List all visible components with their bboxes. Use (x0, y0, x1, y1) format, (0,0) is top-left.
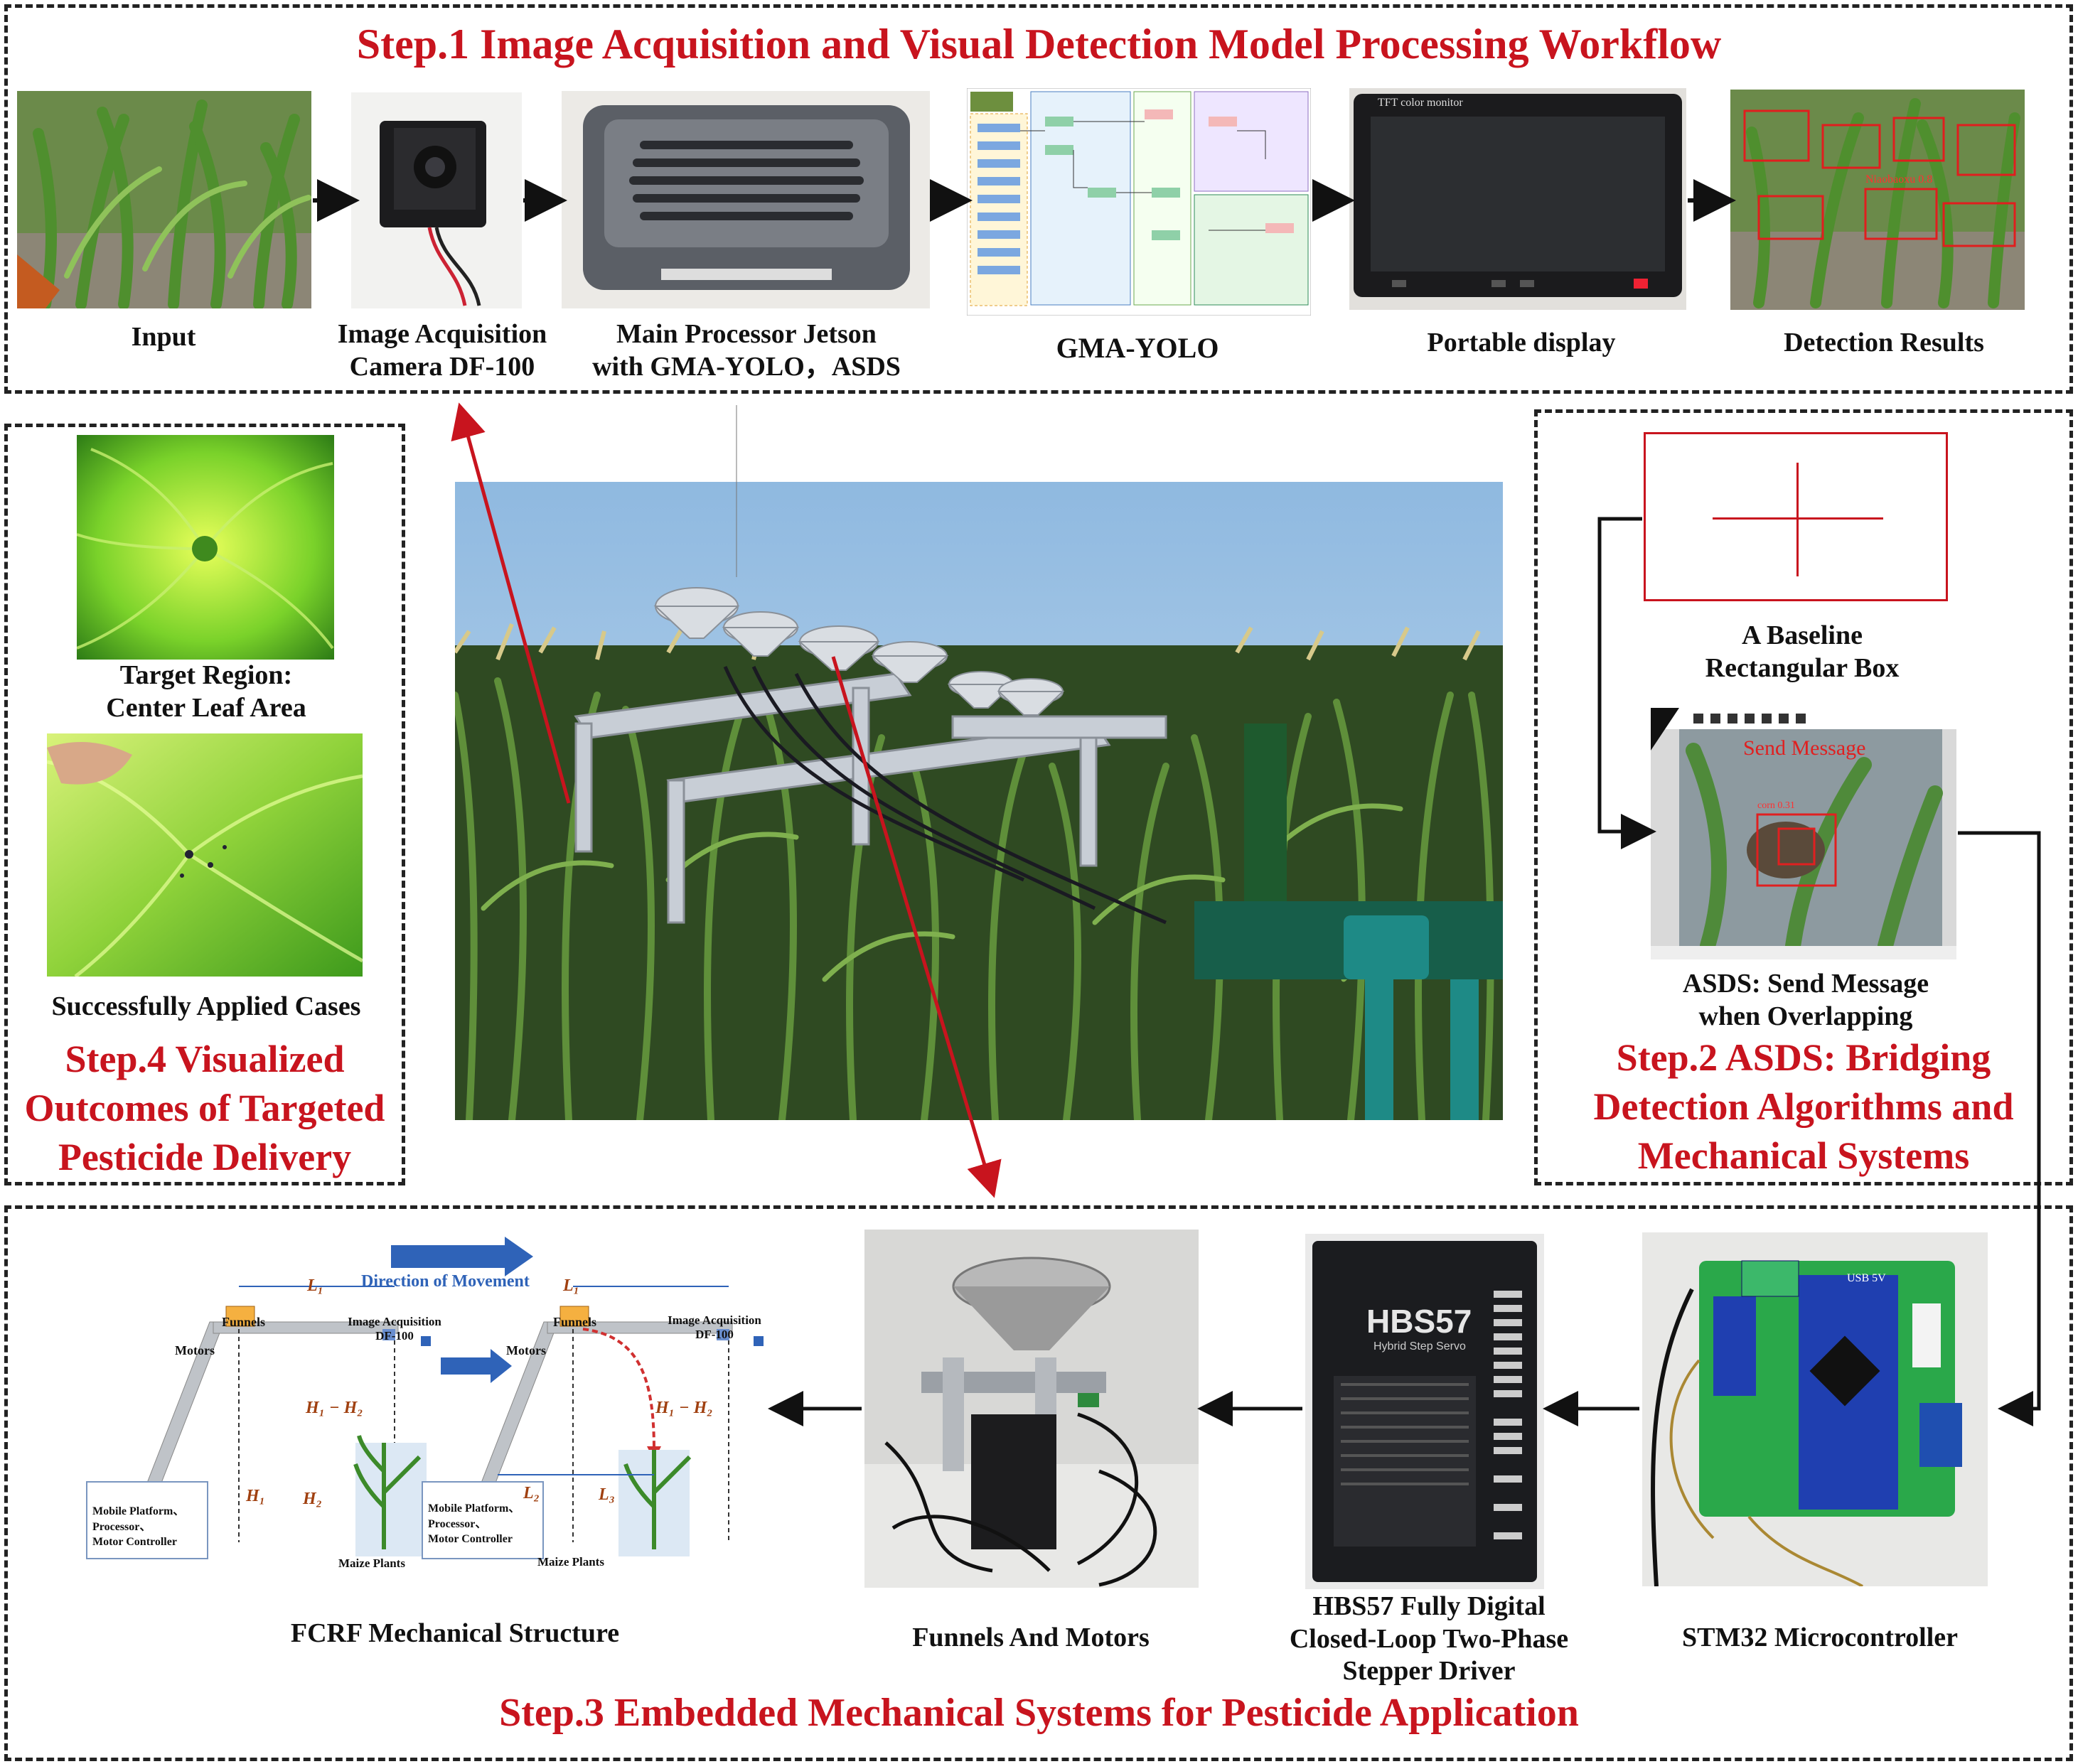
fcrf-platform-right: Mobile Platform、 Processor、 Motor Contro… (428, 1502, 520, 1546)
fcrf-motors-right: Motors (506, 1343, 546, 1357)
hbs57-subtitle: Hybrid Step Servo (1373, 1340, 1466, 1352)
field-robot-photo (455, 482, 1503, 1120)
fcrf-h1h2-left: H₁ − H₂ (306, 1399, 363, 1417)
detection-tag: Niaobaoxu 0.8 (1865, 173, 1933, 185)
hbs57-label: HBS57 Fully Digital Closed-Loop Two-Phas… (1289, 1591, 1569, 1687)
fcrf-diagram: Direction of Movement L₁ L₁ Funnels Funn… (71, 1237, 789, 1585)
fcrf-camera-right: Image Acquisition DF-100 (668, 1313, 761, 1341)
stm32-label: STM32 Microcontroller (1682, 1623, 1958, 1652)
target-region-label: Target Region: Center Leaf Area (106, 660, 306, 723)
detection-results-label: Detection Results (1784, 328, 1984, 357)
hbs57-driver-photo: HBS57 Hybrid Step Servo (1305, 1234, 1544, 1589)
jetson-photo (562, 91, 930, 308)
step2-title: Step.2 ASDS: Bridging Detection Algorith… (1593, 1036, 2014, 1178)
baseline-crosshair-v (1796, 463, 1799, 576)
fcrf-funnels-right: Funnels (553, 1315, 597, 1329)
fcrf-l1-right: L₁ (563, 1276, 580, 1295)
applied-cases-label: Successfully Applied Cases (51, 991, 361, 1021)
step3-title: Step.3 Embedded Mechanical Systems for P… (499, 1691, 1579, 1735)
fcrf-h2: H₂ (303, 1490, 323, 1508)
camera-label: Image Acquisition Camera DF-100 (337, 319, 547, 382)
step2-panel (1534, 409, 2073, 1185)
fcrf-camera-left: Image Acquisition DF-100 (348, 1315, 441, 1343)
applied-cases-photo (47, 733, 363, 977)
fcrf-l2: L₂ (523, 1484, 540, 1502)
gma-yolo-diagram (967, 88, 1311, 316)
display-label: Portable display (1427, 328, 1616, 357)
display-photo: TFT color monitor (1349, 88, 1686, 310)
detection-results-photo: Niaobaoxu 0.8 (1730, 90, 2025, 310)
fcrf-l3: L₃ (599, 1485, 616, 1504)
asds-screen-tag: corn 0.31 (1757, 800, 1795, 811)
jetson-label: Main Processor Jetson with GMA-YOLO，ASDS (592, 319, 901, 382)
gma-yolo-label: GMA-YOLO (1056, 332, 1219, 364)
asds-screen-label: ASDS: Send Message when Overlapping (1682, 969, 1929, 1031)
camera-photo (351, 92, 522, 308)
fcrf-motors-left: Motors (175, 1343, 215, 1357)
input-label: Input (131, 322, 196, 352)
fcrf-maize-left: Maize Plants (338, 1556, 405, 1570)
asds-screen-overlay: Send Message (1743, 736, 1866, 760)
fcrf-h1: H₁ (246, 1487, 266, 1505)
input-photo (17, 91, 311, 308)
step4-panel (4, 424, 405, 1185)
stm32-board-text: USB 5V (1847, 1272, 1886, 1284)
fcrf-maize-right: Maize Plants (537, 1555, 604, 1569)
funnels-motors-label: Funnels And Motors (912, 1623, 1150, 1652)
step4-title: Step.4 Visualized Outcomes of Targeted P… (24, 1038, 385, 1179)
step1-title: Step.1 Image Acquisition and Visual Dete… (356, 21, 1722, 68)
fcrf-funnels-left: Funnels (222, 1315, 266, 1329)
step3-panel (4, 1205, 2073, 1761)
asds-screen-photo: Send Message corn 0.31 (1651, 708, 1956, 959)
stm32-photo: USB 5V (1642, 1232, 1988, 1586)
funnels-motors-photo (864, 1230, 1199, 1588)
target-region-photo (77, 435, 334, 660)
display-header: TFT color monitor (1378, 97, 1463, 109)
baseline-label: A Baseline Rectangular Box (1705, 620, 1900, 683)
fcrf-l1-left: L₁ (307, 1276, 324, 1295)
baseline-box (1644, 432, 1948, 601)
step1-panel (4, 4, 2073, 394)
fcrf-platform-left: Mobile Platform、 Processor、 Motor Contro… (92, 1505, 185, 1549)
fcrf-label: FCRF Mechanical Structure (290, 1618, 620, 1648)
fcrf-direction: Direction of Movement (361, 1272, 530, 1291)
step1-arrows (313, 179, 1736, 222)
fcrf-h1h2-right: H₁ − H₂ (655, 1399, 713, 1417)
hbs57-brand: HBS57 (1366, 1303, 1472, 1340)
